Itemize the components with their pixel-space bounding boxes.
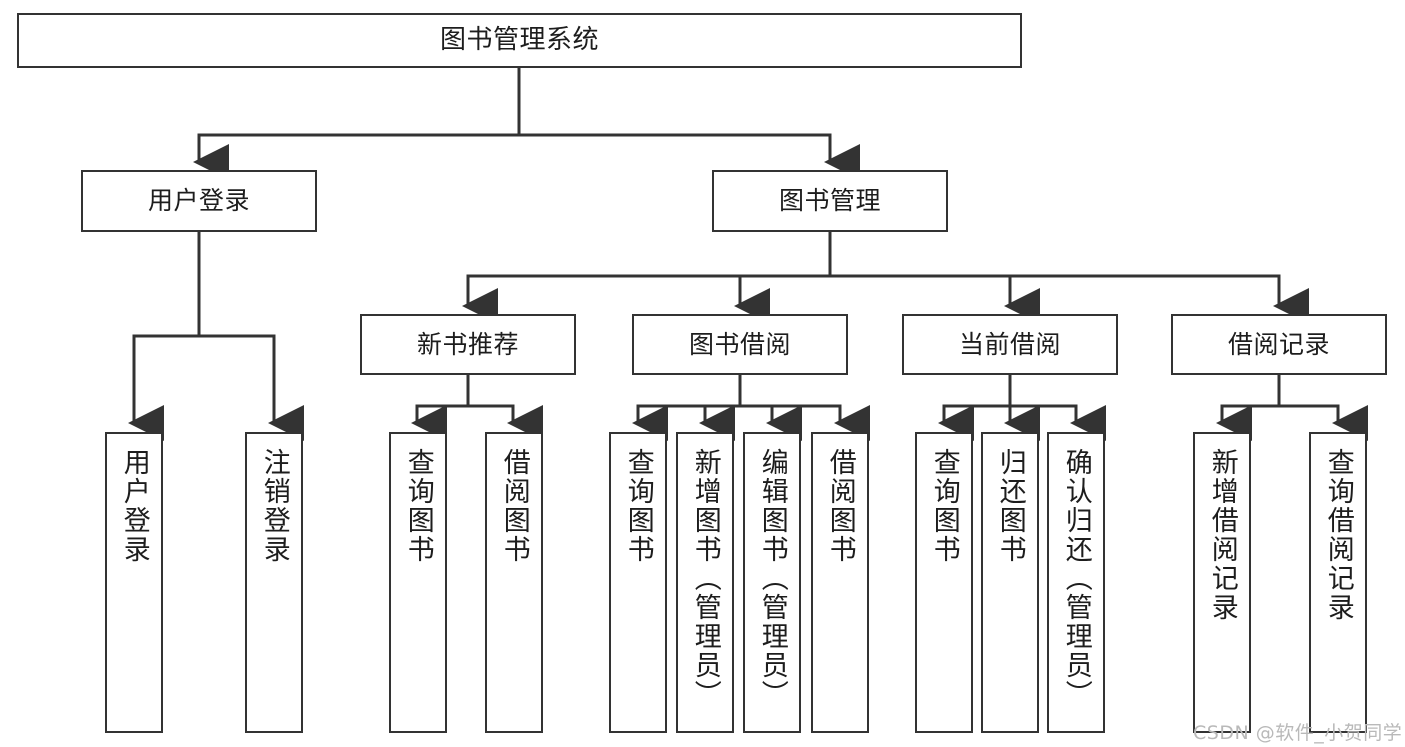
node-book-management[interactable]: 图书管理: [712, 170, 948, 232]
leaf-current-confirm-return-admin[interactable]: 确认归还（管理员）: [1047, 432, 1105, 733]
node-label: 查询图书: [402, 448, 434, 564]
node-label: 图书管理系统: [439, 25, 599, 56]
watermark-text: CSDN @软件_小贺同学: [1193, 722, 1403, 744]
node-book-borrow[interactable]: 图书借阅: [632, 314, 848, 375]
node-borrow-record[interactable]: 借阅记录: [1171, 314, 1387, 375]
node-current-borrow[interactable]: 当前借阅: [902, 314, 1118, 375]
leaf-user-login-login[interactable]: 用户登录: [105, 432, 163, 733]
node-label: 确认归还（管理员）: [1060, 448, 1092, 709]
leaf-recommend-query-book[interactable]: 查询图书: [389, 432, 447, 733]
node-label: 用户登录: [118, 448, 150, 564]
leaf-current-query-book[interactable]: 查询图书: [915, 432, 973, 733]
leaf-borrow-add-book-admin[interactable]: 新增图书（管理员）: [676, 432, 734, 733]
leaf-recommend-borrow-book[interactable]: 借阅图书: [485, 432, 543, 733]
node-label: 借阅记录: [1227, 329, 1330, 359]
node-label: 新增图书（管理员）: [689, 448, 721, 709]
node-label: 新增借阅记录: [1206, 448, 1238, 622]
leaf-borrow-borrow-book[interactable]: 借阅图书: [811, 432, 869, 733]
leaf-borrow-edit-book-admin[interactable]: 编辑图书（管理员）: [743, 432, 801, 733]
node-label: 归还图书: [994, 448, 1026, 564]
node-root-system[interactable]: 图书管理系统: [17, 13, 1022, 68]
node-label: 当前借阅: [958, 329, 1061, 359]
node-label: 图书管理: [778, 186, 881, 216]
node-label: 注销登录: [258, 448, 290, 564]
node-label: 查询图书: [622, 448, 654, 564]
node-new-book-recommend[interactable]: 新书推荐: [360, 314, 576, 375]
node-label: 借阅图书: [824, 448, 856, 564]
leaf-borrow-query-book[interactable]: 查询图书: [609, 432, 667, 733]
node-label: 新书推荐: [416, 329, 519, 359]
leaf-user-login-logout[interactable]: 注销登录: [245, 432, 303, 733]
leaf-record-add-record[interactable]: 新增借阅记录: [1193, 432, 1251, 733]
leaf-record-query-record[interactable]: 查询借阅记录: [1309, 432, 1367, 733]
node-label: 查询图书: [928, 448, 960, 564]
node-user-login[interactable]: 用户登录: [81, 170, 317, 232]
node-label: 图书借阅: [688, 329, 791, 359]
node-label: 借阅图书: [498, 448, 530, 564]
node-label: 编辑图书（管理员）: [756, 448, 788, 709]
node-label: 用户登录: [147, 186, 250, 216]
leaf-current-return-book[interactable]: 归还图书: [981, 432, 1039, 733]
node-label: 查询借阅记录: [1322, 448, 1354, 622]
